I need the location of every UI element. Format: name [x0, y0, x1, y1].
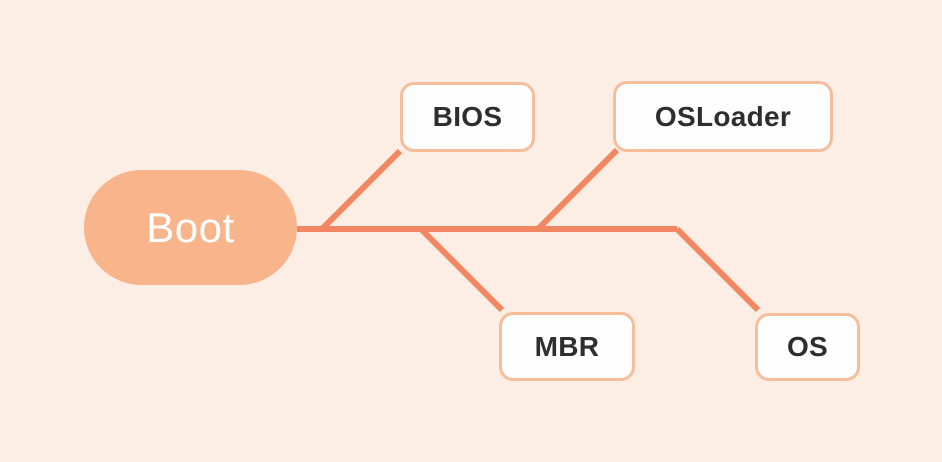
branch-line-mbr [418, 226, 505, 313]
root-node-label: Boot [146, 203, 235, 251]
branch-line-bios [319, 148, 403, 232]
branch-line-osloader [535, 147, 620, 232]
branch-node-bios[interactable]: BIOS [400, 82, 535, 152]
branch-node-label: MBR [534, 330, 600, 362]
branch-node-os[interactable]: OS [755, 313, 860, 381]
branch-node-label: OS [786, 331, 829, 362]
branch-node-osloader[interactable]: OSLoader [613, 81, 833, 152]
branch-node-mbr[interactable]: MBR [499, 312, 635, 381]
root-node-boot[interactable]: Boot [84, 170, 297, 285]
branch-line-os [674, 226, 761, 313]
branch-node-label: BIOS [432, 101, 503, 132]
branch-node-label: OSLoader [654, 100, 792, 132]
